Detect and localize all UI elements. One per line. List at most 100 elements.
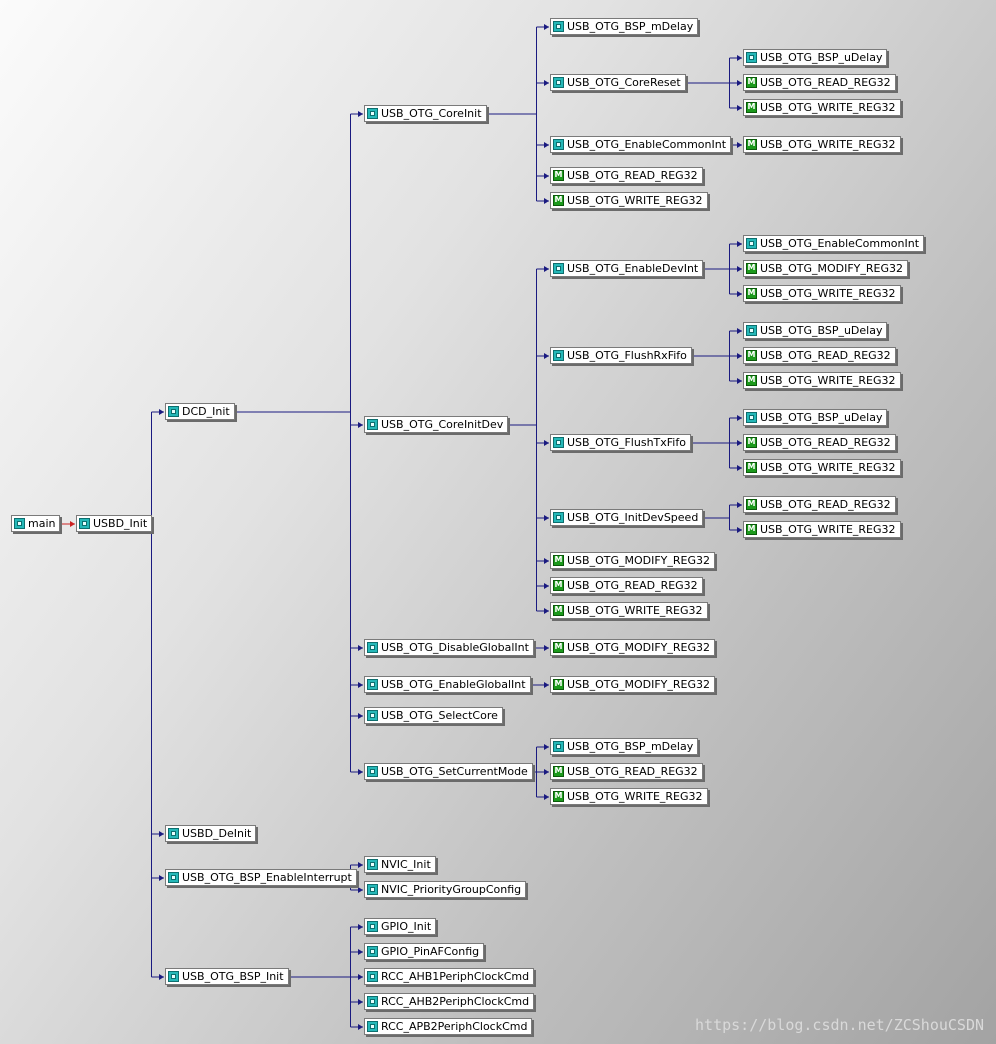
node-label: USB_OTG_WRITE_REG32 [760, 523, 896, 536]
node-nvic-init[interactable]: NVIC_Init [364, 856, 436, 873]
node-usb-otg-selectcore[interactable]: USB_OTG_SelectCore [364, 707, 503, 724]
edge-arrowhead [358, 111, 363, 117]
node-usb-otg-bsp-enableinterrupt[interactable]: USB_OTG_BSP_EnableInterrupt [165, 869, 357, 886]
function-icon [367, 859, 378, 870]
node-usb-otg-modify-reg32[interactable]: USB_OTG_MODIFY_REG32 [743, 260, 909, 277]
function-icon [746, 238, 757, 249]
node-usb-otg-write-reg32[interactable]: USB_OTG_WRITE_REG32 [743, 459, 901, 476]
node-label: USB_OTG_MODIFY_REG32 [567, 678, 711, 691]
macro-icon [746, 77, 757, 88]
node-usb-otg-bsp-udelay[interactable]: USB_OTG_BSP_uDelay [743, 322, 888, 339]
node-label: USB_OTG_BSP_mDelay [567, 20, 694, 33]
function-icon [746, 325, 757, 336]
node-usb-otg-write-reg32[interactable]: USB_OTG_WRITE_REG32 [550, 192, 708, 209]
node-usb-otg-bsp-udelay[interactable]: USB_OTG_BSP_uDelay [743, 409, 888, 426]
node-usb-otg-read-reg32[interactable]: USB_OTG_READ_REG32 [550, 577, 703, 594]
node-usbd-deinit[interactable]: USBD_DeInit [165, 825, 257, 842]
node-gpio-pinafconfig[interactable]: GPIO_PinAFConfig [364, 943, 485, 960]
node-label: USB_OTG_WRITE_REG32 [567, 790, 703, 803]
function-icon [79, 518, 90, 529]
macro-icon [553, 766, 564, 777]
node-label: USB_OTG_READ_REG32 [760, 436, 891, 449]
node-usb-otg-enableglobalint[interactable]: USB_OTG_EnableGlobalInt [364, 676, 531, 693]
function-icon [14, 518, 25, 529]
node-label: USB_OTG_WRITE_REG32 [567, 604, 703, 617]
node-label: USB_OTG_WRITE_REG32 [567, 194, 703, 207]
node-usb-otg-bsp-udelay[interactable]: USB_OTG_BSP_uDelay [743, 49, 888, 66]
edge-arrowhead [544, 645, 549, 651]
node-usb-otg-enabledevint[interactable]: USB_OTG_EnableDevInt [550, 260, 704, 277]
edge-arrowhead [358, 924, 363, 930]
edge-arrowhead [544, 80, 549, 86]
edge-arrowhead [544, 266, 549, 272]
edge-arrowhead [737, 502, 742, 508]
node-usb-otg-flushtxfifo[interactable]: USB_OTG_FlushTxFifo [550, 434, 691, 451]
edge-arrowhead [358, 999, 363, 1005]
node-label: USB_OTG_READ_REG32 [567, 579, 698, 592]
function-icon [367, 766, 378, 777]
edge-arrowhead [358, 713, 363, 719]
function-icon [168, 828, 179, 839]
node-usb-otg-enablecommonint[interactable]: USB_OTG_EnableCommonInt [550, 136, 732, 153]
function-icon [553, 77, 564, 88]
node-label: USB_OTG_FlushRxFifo [567, 349, 687, 362]
node-usb-otg-write-reg32[interactable]: USB_OTG_WRITE_REG32 [743, 372, 901, 389]
node-usb-otg-read-reg32[interactable]: USB_OTG_READ_REG32 [550, 167, 703, 184]
node-usb-otg-read-reg32[interactable]: USB_OTG_READ_REG32 [743, 496, 896, 513]
node-usb-otg-disableglobalint[interactable]: USB_OTG_DisableGlobalInt [364, 639, 534, 656]
node-usb-otg-read-reg32[interactable]: USB_OTG_READ_REG32 [743, 347, 896, 364]
node-usb-otg-coreinit[interactable]: USB_OTG_CoreInit [364, 105, 487, 122]
node-rcc-apb2periphclockcmd[interactable]: RCC_APB2PeriphClockCmd [364, 1018, 533, 1035]
node-usb-otg-initdevspeed[interactable]: USB_OTG_InitDevSpeed [550, 509, 704, 526]
node-usb-otg-read-reg32[interactable]: USB_OTG_READ_REG32 [743, 74, 896, 91]
node-gpio-init[interactable]: GPIO_Init [364, 918, 437, 935]
edge-arrowhead [544, 515, 549, 521]
edge-arrowhead [737, 465, 742, 471]
node-usb-otg-setcurrentmode[interactable]: USB_OTG_SetCurrentMode [364, 763, 533, 780]
node-label: USBD_DeInit [182, 827, 252, 840]
edge-arrowhead [159, 974, 164, 980]
function-icon [367, 108, 378, 119]
node-usb-otg-bsp-mdelay[interactable]: USB_OTG_BSP_mDelay [550, 738, 699, 755]
node-usb-otg-modify-reg32[interactable]: USB_OTG_MODIFY_REG32 [550, 552, 716, 569]
edge-arrowhead [737, 241, 742, 247]
node-usb-otg-modify-reg32[interactable]: USB_OTG_MODIFY_REG32 [550, 676, 716, 693]
node-usb-otg-coreinitdev[interactable]: USB_OTG_CoreInitDev [364, 416, 509, 433]
edge-arrowhead [544, 682, 549, 688]
node-usb-otg-write-reg32[interactable]: USB_OTG_WRITE_REG32 [550, 788, 708, 805]
node-usb-otg-read-reg32[interactable]: USB_OTG_READ_REG32 [743, 434, 896, 451]
node-usb-otg-write-reg32[interactable]: USB_OTG_WRITE_REG32 [743, 285, 901, 302]
node-label: NVIC_PriorityGroupConfig [381, 883, 522, 896]
node-main[interactable]: main [11, 515, 61, 532]
node-rcc-ahb2periphclockcmd[interactable]: RCC_AHB2PeriphClockCmd [364, 993, 535, 1010]
node-usb-otg-write-reg32[interactable]: USB_OTG_WRITE_REG32 [743, 136, 901, 153]
node-usb-otg-write-reg32[interactable]: USB_OTG_WRITE_REG32 [743, 99, 901, 116]
edge-arrowhead [358, 974, 363, 980]
function-icon [553, 741, 564, 752]
function-icon [168, 406, 179, 417]
node-usbd-init[interactable]: USBD_Init [76, 515, 153, 532]
node-label: USBD_Init [93, 517, 148, 530]
node-usb-otg-write-reg32[interactable]: USB_OTG_WRITE_REG32 [550, 602, 708, 619]
node-label: USB_OTG_WRITE_REG32 [760, 287, 896, 300]
edge-arrowhead [70, 521, 75, 527]
node-usb-otg-bsp-init[interactable]: USB_OTG_BSP_Init [165, 968, 289, 985]
node-usb-otg-corereset[interactable]: USB_OTG_CoreReset [550, 74, 686, 91]
node-nvic-prioritygroupconfig[interactable]: NVIC_PriorityGroupConfig [364, 881, 527, 898]
edge-arrowhead [544, 142, 549, 148]
edge-arrowhead [159, 831, 164, 837]
node-label: USB_OTG_READ_REG32 [567, 765, 698, 778]
edge-arrowhead [737, 415, 742, 421]
node-usb-otg-bsp-mdelay[interactable]: USB_OTG_BSP_mDelay [550, 18, 699, 35]
node-label: USB_OTG_MODIFY_REG32 [567, 554, 711, 567]
node-usb-otg-modify-reg32[interactable]: USB_OTG_MODIFY_REG32 [550, 639, 716, 656]
node-label: DCD_Init [182, 405, 230, 418]
node-usb-otg-flushrxfifo[interactable]: USB_OTG_FlushRxFifo [550, 347, 692, 364]
node-usb-otg-enablecommonint[interactable]: USB_OTG_EnableCommonInt [743, 235, 925, 252]
node-usb-otg-read-reg32[interactable]: USB_OTG_READ_REG32 [550, 763, 703, 780]
node-rcc-ahb1periphclockcmd[interactable]: RCC_AHB1PeriphClockCmd [364, 968, 535, 985]
macro-icon [553, 170, 564, 181]
node-label: USB_OTG_READ_REG32 [760, 76, 891, 89]
node-dcd-init[interactable]: DCD_Init [165, 403, 235, 420]
node-usb-otg-write-reg32[interactable]: USB_OTG_WRITE_REG32 [743, 521, 901, 538]
